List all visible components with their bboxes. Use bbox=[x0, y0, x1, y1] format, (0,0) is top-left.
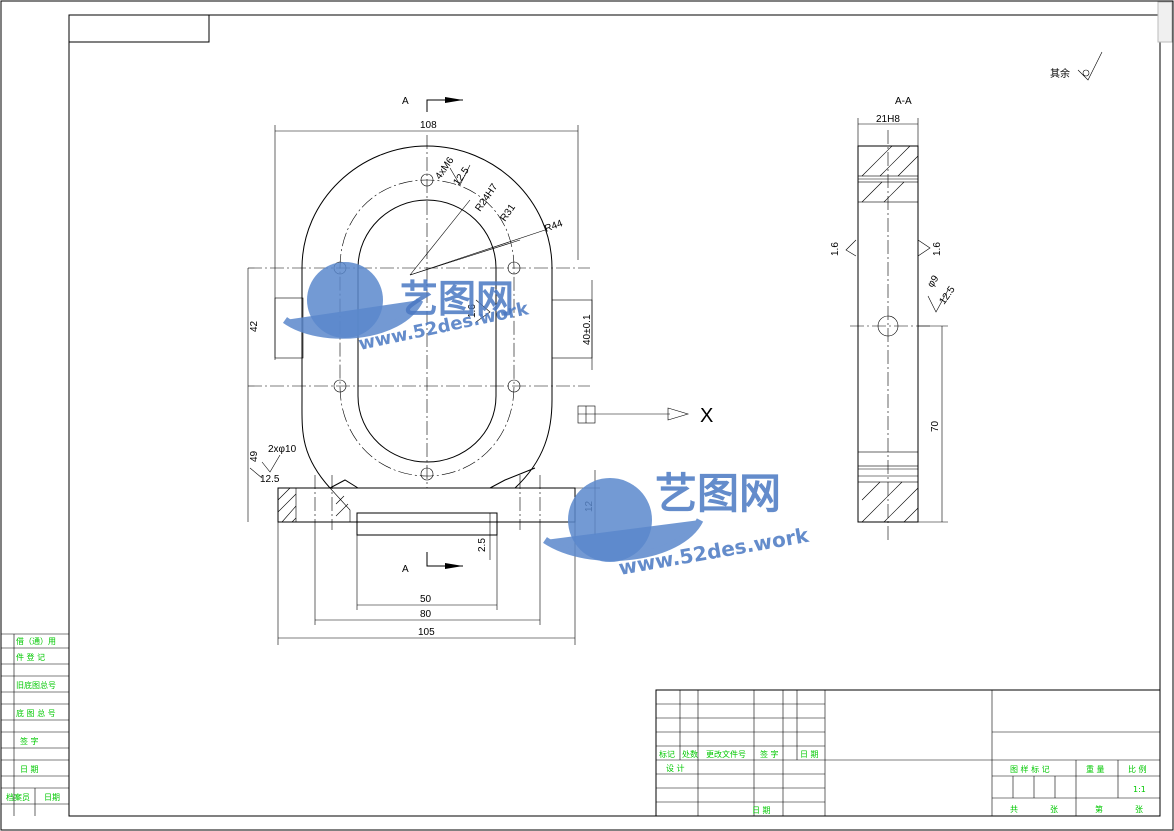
strip-label: 日期 bbox=[44, 793, 60, 802]
dim-2xphi10: 2xφ10 bbox=[268, 444, 297, 455]
sheet-label: 张 bbox=[1050, 805, 1058, 814]
section-hatch bbox=[861, 145, 919, 523]
base-outline bbox=[277, 487, 576, 523]
title-block: 标记 处数 更改文件号 签 字 日 期 设 计 日 期 图 样 标 记 重 量 … bbox=[655, 689, 1161, 817]
scale-value: 1:1 bbox=[1133, 785, 1146, 794]
ra-1-6b: 1.6 bbox=[830, 242, 841, 256]
strip-label: 件 登 记 bbox=[16, 652, 45, 662]
watermark-1: 艺图网 www.52des.work bbox=[282, 262, 531, 355]
strip-label: 签 字 bbox=[20, 736, 39, 746]
sheet-label: 第 bbox=[1095, 804, 1103, 814]
dim-21h8: 21H8 bbox=[876, 114, 900, 125]
section-mark-bottom: A bbox=[402, 564, 409, 575]
section-title: A-A bbox=[895, 96, 912, 107]
left-strip: 借（通）用 件 登 记 旧底图总号 底 图 总 号 签 字 日 期 档案员 日期 bbox=[1, 633, 69, 816]
sheet-label: 张 bbox=[1135, 805, 1143, 814]
strip-label: 底 图 总 号 bbox=[16, 708, 56, 718]
strip-label: 旧底图总号 bbox=[16, 680, 56, 690]
sheet-label: 共 bbox=[1010, 805, 1018, 814]
rev-header: 签 字 bbox=[760, 749, 779, 759]
ra-1-6: 1.6 bbox=[467, 304, 478, 318]
body-outline bbox=[301, 145, 553, 489]
dim-105: 105 bbox=[418, 627, 435, 638]
watermark-brand: 艺图网 bbox=[655, 469, 781, 518]
dim-tol: 40±0.1 bbox=[582, 314, 593, 345]
date-label: 日 期 bbox=[752, 806, 771, 815]
dim-49: 49 bbox=[249, 450, 260, 462]
surface-note: 其余 bbox=[1050, 51, 1103, 81]
section-view: A-A 21H8 1.6 1.6 φ9 12.5 bbox=[830, 96, 958, 540]
section-mark-top: A bbox=[402, 96, 409, 107]
hatch-left bbox=[277, 487, 351, 523]
weight-label: 重 量 bbox=[1086, 764, 1105, 774]
ra-12-5: 12.5 bbox=[451, 165, 471, 188]
scrollbar[interactable] bbox=[1157, 1, 1173, 43]
base-slot bbox=[356, 512, 498, 536]
rev-header: 更改文件号 bbox=[706, 749, 746, 759]
dim-50: 50 bbox=[420, 594, 432, 605]
dim-r31: R31 bbox=[498, 202, 518, 224]
dim-70: 70 bbox=[930, 420, 941, 432]
stage-label: 图 样 标 记 bbox=[1010, 764, 1050, 774]
surface-note-text: 其余 bbox=[1050, 67, 1070, 80]
ra-12-5b: 12.5 bbox=[260, 474, 280, 485]
top-label-box bbox=[68, 14, 210, 43]
watermark-2: 艺图网 www.52des.work bbox=[543, 469, 811, 580]
dim-108: 108 bbox=[420, 120, 437, 131]
strip-label: 日 期 bbox=[20, 765, 39, 774]
rev-header: 标记 bbox=[659, 749, 675, 759]
watermark-brand: 艺图网 bbox=[400, 277, 514, 321]
machined-surface-symbol bbox=[1077, 51, 1103, 81]
dim-80: 80 bbox=[420, 609, 432, 620]
drawing-frame bbox=[68, 14, 1161, 817]
inner-slot bbox=[357, 199, 497, 463]
strip-label: 档案员 bbox=[6, 792, 30, 802]
ra-1-6c: 1.6 bbox=[932, 242, 943, 256]
bolt-circle bbox=[339, 179, 515, 477]
dim-42: 42 bbox=[249, 320, 260, 332]
dim-r24: R24H7 bbox=[473, 182, 500, 214]
scale-label: 比 例 bbox=[1128, 764, 1147, 774]
design-label: 设 计 bbox=[666, 763, 685, 773]
dim-2-5: 2.5 bbox=[477, 538, 488, 552]
rev-header: 处数 bbox=[682, 749, 698, 759]
axis-origin bbox=[577, 405, 596, 424]
dim-r44: R44 bbox=[543, 218, 564, 235]
strip-label: 借（通）用 bbox=[16, 636, 56, 646]
axis-label-x: X bbox=[700, 405, 713, 427]
dim-phi9: φ9 bbox=[925, 273, 941, 290]
rev-header: 日 期 bbox=[800, 750, 819, 759]
